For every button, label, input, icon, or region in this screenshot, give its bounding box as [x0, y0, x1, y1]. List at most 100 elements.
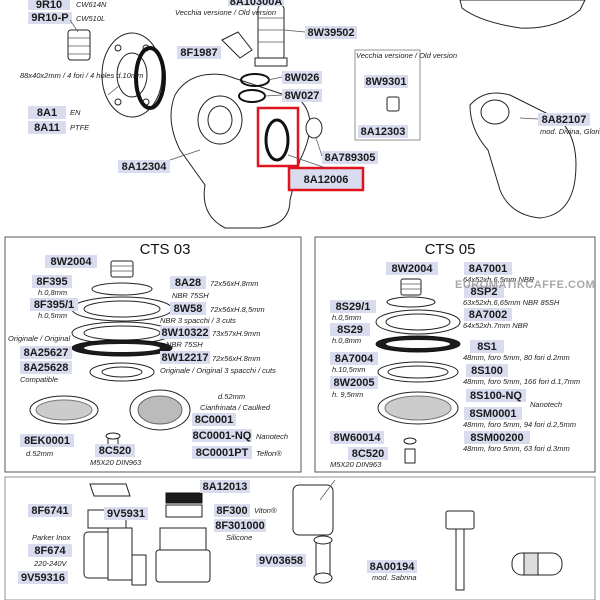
cts05-note-8sp2: 63x52xh.6,65mm NBR 85SH: [463, 298, 560, 307]
cts05-note-8w2005: h. 9,5mm: [332, 390, 363, 399]
label-8a12006: 8A12006: [304, 174, 349, 186]
cts05-label-8w60014: 8W60014: [333, 432, 381, 444]
label-8a12303: 8A12303: [361, 126, 406, 138]
cts03-left-labels: 8W2004 8F395 h.0,8mm 8F395/1 h.0,5mm Ori…: [8, 255, 142, 467]
label-8a1: 8A1: [37, 107, 57, 119]
cts05-label-8c520: 8C520: [352, 448, 384, 460]
cts03-note-8ek0001: d.52mm: [26, 449, 53, 458]
cts03-note-8a28: 72x56xH.8mm: [210, 279, 258, 288]
cts05-label-8s100-nq: 8S100-NQ: [470, 390, 522, 402]
cts05-right-labels: 8A7001 64x52xh.6,5mm NBR 8SP2 63x52xh.6,…: [463, 262, 580, 453]
cts05-label-8s100: 8S100: [471, 365, 503, 377]
cts03-note-8f395-1: h.0,5mm: [38, 311, 67, 320]
note-8a82107: mod. Divina, Gloria: [540, 127, 600, 136]
cts05-note-8s100: 48mm, foro 5mm, 166 fori d.1,7mm: [463, 377, 580, 386]
cts05-note-nanotech: Nanotech: [530, 400, 562, 409]
cts05-note-8c520: M5X20 DIN963: [330, 460, 382, 469]
label-8f674: 8F674: [34, 545, 66, 557]
note-8f301000: Silicone: [226, 533, 252, 542]
cts05-label-8a7002: 8A7002: [469, 309, 508, 321]
cts03-label-8w58: 8W58: [174, 303, 203, 315]
highlight-box-gasket: [256, 106, 300, 168]
cts03-label-8c520: 8C520: [99, 445, 131, 457]
label-8w027: 8W027: [285, 90, 320, 102]
cts05-label-8s1: 8S1: [477, 341, 497, 353]
cts03-label-8f395: 8F395: [36, 276, 67, 288]
cts05-note-8a7002: 64x52xh.7mm NBR: [463, 321, 529, 330]
coil-illustration: [292, 479, 336, 584]
note-8f674: 220-240V: [33, 559, 68, 568]
cts05-panel: [314, 236, 596, 473]
label-8a11: 8A11: [34, 122, 60, 134]
cts05-label-8w2004: 8W2004: [392, 263, 434, 275]
bottom-panel: [4, 476, 596, 600]
cts03-note-d52: d.52mm: [218, 392, 245, 401]
label-9r10-p: 9R10-P: [31, 12, 68, 24]
screw-8a789305-illustration: [305, 117, 323, 139]
cts03-pre-8a25627: Originale / Original: [8, 334, 70, 343]
pre-8f674: Parker Inox: [32, 533, 71, 542]
cts03-label-8a25628: 8A25628: [24, 362, 69, 374]
cts05-label-8sm00200: 8SM00200: [470, 432, 523, 444]
label-8f301000: 8F301000: [215, 520, 265, 532]
group-body-illustration: [170, 73, 311, 229]
cts03-title: CTS 03: [140, 241, 191, 258]
cts03-right-labels: 8A28 72x56xH.8mm NBR 75SH 8W58 72x56xH.8…: [160, 276, 288, 459]
cts03-label-8a25627: 8A25627: [24, 347, 69, 359]
label-8a789305: 8A789305: [325, 152, 376, 164]
cts03-note-nanotech: Nanotech: [256, 432, 288, 441]
cts05-label-8sp2: 8SP2: [471, 286, 498, 298]
cts03-note-8w58: 72x56xH.8,5mm: [210, 305, 265, 314]
cts03-label-8w12217: 8W12217: [161, 352, 208, 364]
label-8w39502: 8W39502: [307, 27, 354, 39]
cts03-label-8a28: 8A28: [175, 277, 201, 289]
casting-divina-gloria: [469, 92, 577, 219]
cts05-label-8s29-1: 8S29/1: [336, 301, 371, 313]
watermark: EUROMATIKCAFFE.COM: [455, 279, 595, 291]
pre-8a1: 88x40x2mm / 4 fori / 4 holes d.10mm: [20, 71, 143, 80]
cts03-note-nbr75-a: NBR 75SH: [172, 291, 209, 300]
cts03-label-8ek0001: 8EK0001: [24, 435, 70, 447]
bottom-labels: 8F6741 9V5931 8A12013 8F300 Viton® 8F301…: [18, 480, 417, 584]
label-8a12304: 8A12304: [122, 161, 168, 173]
cts05-label-8a7001: 8A7001: [469, 263, 508, 275]
label-9v59316: 9V59316: [21, 572, 65, 584]
cts03-note-8f395: h.0,8mm: [38, 288, 67, 297]
note-8a1: EN: [70, 108, 81, 117]
label-8f1987: 8F1987: [180, 47, 217, 59]
pre-8w9301: Vecchia versione / Old version: [356, 51, 457, 60]
cts05-label-8sm0001: 8SM0001: [469, 408, 516, 420]
cts05-label-8a7004: 8A7004: [335, 353, 374, 365]
cts05-note-8a7004: h.10,5mm: [332, 365, 365, 374]
cts03-note-8c520: M5X20 DIN963: [90, 458, 142, 467]
note-9r10-p: CW510L: [76, 14, 105, 23]
coil-stack-illustration: [155, 492, 211, 583]
label-8w026: 8W026: [285, 72, 320, 84]
cts05-note-8sm0001: 48mm, foro 5mm, 94 fori d.2,5mm: [463, 420, 576, 429]
label-9r10: 9R10: [36, 0, 62, 11]
label-9v5931: 9V5931: [107, 508, 145, 520]
cts03-panel: [4, 236, 302, 473]
anchor-illustration: [511, 552, 563, 576]
pre-8f1987: Vecchia versione / Old version: [175, 8, 276, 17]
cts05-note-8sm00200: 48mm, foro 5mm, 63 fori d.3mm: [463, 444, 570, 453]
label-8a10300a: 8A10300A: [230, 0, 283, 8]
old-version-box: [354, 49, 421, 141]
cts05-note-8s29-1: h.0,5mm: [332, 313, 361, 322]
cts03-note-8w12217: 72x56xH.8mm: [212, 354, 260, 363]
cts05-note-8s29: h.0,8mm: [332, 336, 361, 345]
cts03-note-8w10322: 73x57xH.9mm: [212, 329, 260, 338]
label-8f6741: 8F6741: [31, 505, 68, 517]
cts03-label-8w10322: 8W10322: [161, 327, 208, 339]
label-8w9301: 8W9301: [366, 76, 407, 88]
label-8f300: 8F300: [216, 505, 247, 517]
cts03-label-8c0001pt: 8C0001PT: [196, 447, 249, 459]
insert-8a12303-illustration: [386, 96, 400, 112]
cts05-parts-illustration: [375, 278, 461, 464]
cts03-label-8f395-1: 8F395/1: [34, 299, 74, 311]
note-8f300: Viton®: [254, 506, 277, 515]
note-8a00194: mod. Sabrina: [372, 573, 417, 582]
cts05-title: CTS 05: [425, 241, 476, 258]
leader-lines-top: [69, 19, 539, 169]
valve-stem-illustration: [445, 510, 475, 591]
